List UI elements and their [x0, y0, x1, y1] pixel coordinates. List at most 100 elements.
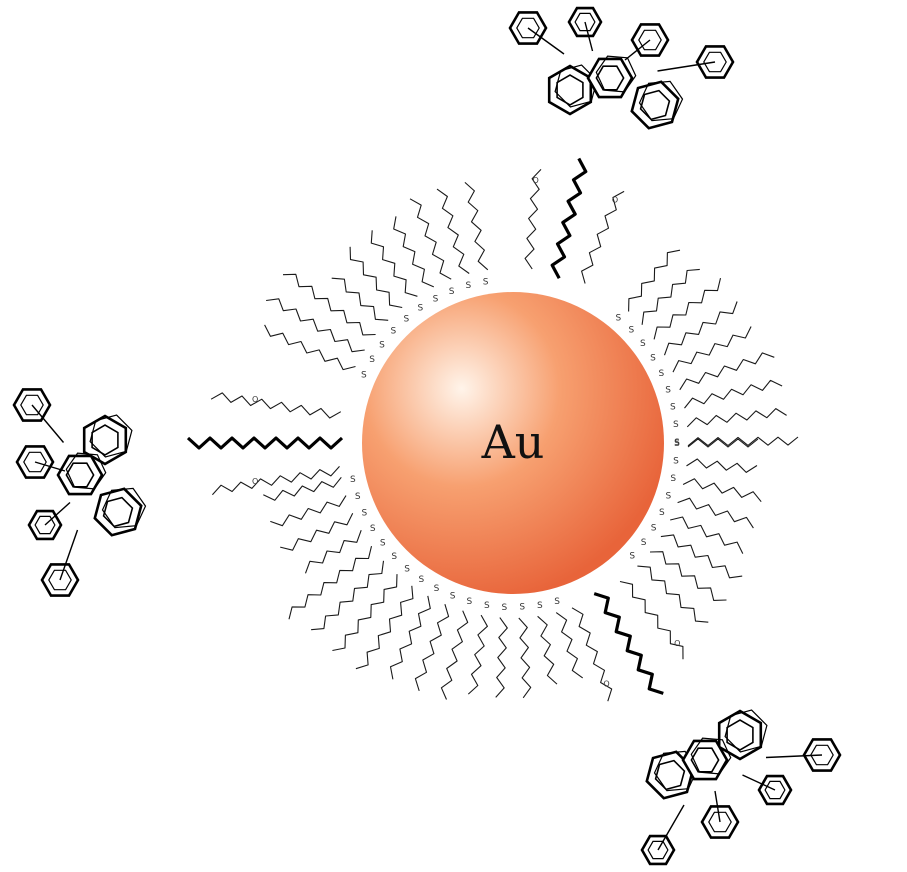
alkyl-chain [495, 617, 508, 698]
alkyl-chain [679, 352, 775, 391]
ester-chain [571, 607, 613, 702]
alkyl-chain [687, 438, 759, 448]
phenyl-bond [44, 501, 71, 526]
sulfur-atom-label: S [519, 603, 525, 613]
calixarene-cluster-top [508, 6, 735, 130]
alkyl-chain [686, 458, 758, 473]
alkyl-chain [555, 612, 584, 679]
alkyl-chain [518, 617, 532, 699]
oxygen-atom-label: O [674, 639, 680, 648]
alkyl-chain [687, 436, 799, 447]
sulfur-atom-label: S [554, 597, 560, 607]
alkyl-chain [266, 298, 365, 353]
sulfur-atom-label: S [434, 584, 440, 594]
alkyl-chain [684, 379, 783, 409]
alkyl-chain [649, 551, 727, 601]
alkanethiol-chains [263, 181, 799, 700]
alkyl-chain [270, 495, 347, 527]
sulfur-atom-label: S [651, 524, 657, 534]
alkyl-chain [332, 574, 398, 652]
sulfur-atom-label: S [674, 438, 680, 448]
phenyl-inner-ring [638, 29, 662, 51]
oxygen-atom-label: O [603, 680, 609, 689]
overlap-ring [690, 737, 732, 775]
sulfur-atom-label: S [640, 339, 646, 349]
phenyl-bond [584, 21, 594, 52]
sulfur-atom-label: S [433, 295, 439, 305]
alkyl-chain [370, 230, 418, 297]
calixarene-ring [82, 414, 128, 466]
alkyl-chain [537, 615, 558, 685]
sulfur-atom-label: S [673, 420, 679, 430]
sulfur-atom-label: S [666, 491, 672, 501]
overlap-ring [101, 487, 147, 529]
phenyl-inner-ring [708, 811, 732, 833]
phenyl-inner-ring [574, 12, 596, 32]
alkyl-chain [670, 516, 744, 554]
phenyl-inner-ring [764, 780, 786, 800]
sulfur-atom-label: S [417, 304, 423, 314]
sulfur-atom-label: S [391, 552, 397, 562]
bold-linker-chain [550, 157, 588, 280]
alkyl-chain [282, 273, 376, 336]
alkyl-chain [389, 595, 431, 680]
alkyl-chain [682, 478, 762, 503]
phenyl-inner-ring [20, 394, 44, 416]
sulfur-atom-label: S [484, 601, 490, 611]
overlap-ring [89, 414, 133, 458]
overlap-ring [724, 709, 768, 753]
alkyl-chain [355, 585, 414, 670]
aromatic-inner-ring [690, 747, 720, 773]
sulfur-atom-label: S [670, 403, 676, 413]
sulfur-atom-label: S [537, 601, 543, 611]
oxygen-atom-label: O [252, 477, 258, 486]
alkyl-chain [393, 216, 435, 288]
sulfur-atom-label: S [465, 281, 471, 291]
alkyl-chain [660, 534, 743, 579]
oxygen-atom-label: O [252, 395, 258, 404]
alkyl-chain [653, 277, 722, 340]
sulfur-atom-label: S [362, 508, 368, 518]
overlap-ring [595, 55, 637, 93]
alkyl-chain [409, 198, 452, 280]
alkyl-chain [331, 277, 389, 321]
ester-chain [619, 580, 684, 660]
alkyl-chain [414, 604, 450, 692]
alkyl-chain [677, 497, 754, 529]
sulfur-atom-label: S [391, 327, 397, 337]
calixarene-ring [630, 80, 680, 130]
sulfur-atom-label: S [629, 552, 635, 562]
calixarene-clusters [12, 6, 842, 866]
aromatic-inner-ring [595, 65, 625, 91]
sulfur-atom-label: S [641, 538, 647, 548]
alkyl-chain [264, 324, 356, 371]
calixarene-cluster-left [12, 388, 147, 597]
sulfur-atom-label: S [629, 326, 635, 336]
gold-core [362, 292, 664, 594]
alkyl-chain [440, 610, 469, 700]
alkyl-chain [641, 268, 700, 325]
sulfur-atom-label: S [502, 603, 508, 613]
aromatic-inner-ring [65, 462, 95, 488]
sulfur-atom-label: S [673, 457, 679, 467]
phenyl-bond [765, 754, 823, 759]
sulfur-atom-label: S [379, 340, 385, 350]
sulfur-atom-label: S [670, 474, 676, 484]
phenyl-inner-ring [516, 17, 540, 39]
sulfur-atom-label: S [350, 475, 356, 485]
ester-chain [524, 169, 542, 270]
phenyl-bond [34, 461, 66, 472]
oxygen-atom-label: O [612, 196, 618, 205]
phenyl-bond [657, 61, 716, 72]
alkyl-chain [288, 545, 373, 620]
sulfur-atom-label: S [355, 492, 361, 502]
ester-chain [210, 392, 342, 419]
alkyl-chain [467, 614, 488, 695]
alkyl-chain [311, 560, 385, 631]
phenyl-bond [624, 39, 651, 61]
sulfur-atom-label: S [450, 592, 456, 602]
phenyl-bond [657, 804, 685, 851]
